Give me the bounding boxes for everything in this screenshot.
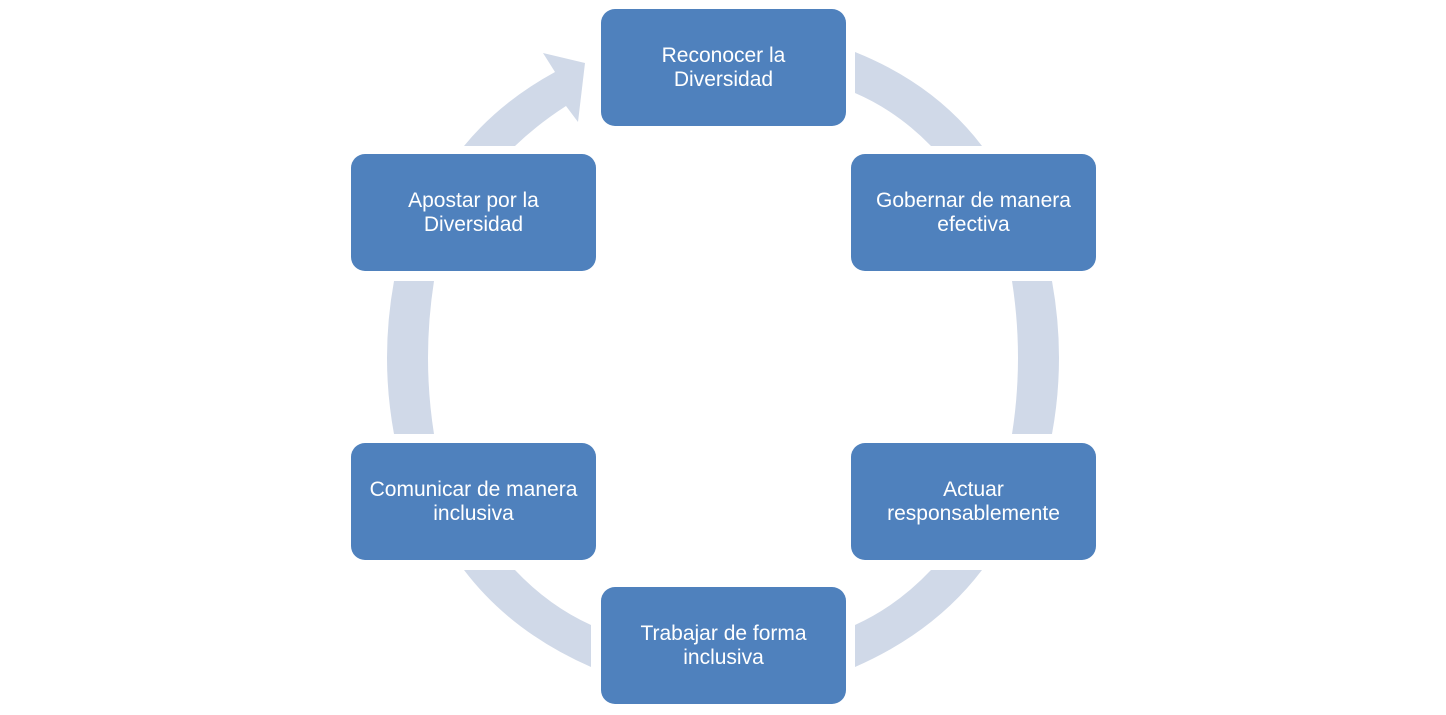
- node-reconocer-la-diversidad[interactable]: Reconocer la Diversidad: [601, 9, 846, 126]
- node-gobernar-de-manera-efectiva[interactable]: Gobernar de manera efectiva: [851, 154, 1096, 271]
- node-apostar-por-la-diversidad[interactable]: Apostar por la Diversidad: [351, 154, 596, 271]
- ring-segment-5: [387, 281, 434, 434]
- ring-arrow: [464, 53, 585, 146]
- ring-segment-3: [855, 570, 982, 667]
- ring-segment-4: [464, 570, 591, 667]
- node-trabajar-de-forma-inclusiva[interactable]: Trabajar de forma inclusiva: [601, 587, 846, 704]
- ring-segment-2: [1012, 281, 1059, 434]
- node-comunicar-de-manera-inclusiva[interactable]: Comunicar de manera inclusiva: [351, 443, 596, 560]
- ring-segment-1: [855, 52, 982, 146]
- node-actuar-responsablemente[interactable]: Actuar responsablemente: [851, 443, 1096, 560]
